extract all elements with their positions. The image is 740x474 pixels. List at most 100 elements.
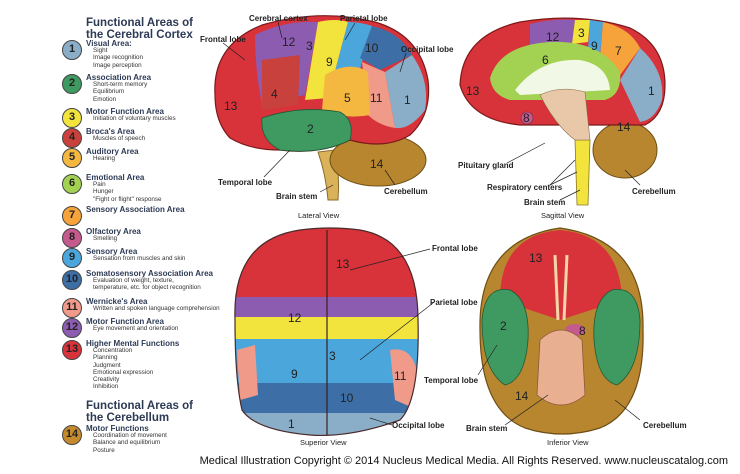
- inferior-caption: Inferior View: [547, 438, 589, 447]
- legend-item-name: Olfactory Area: [86, 227, 141, 236]
- legend-item-desc: Eye movement and orientation: [93, 325, 178, 332]
- legend-desc-line: Creativity: [93, 376, 120, 384]
- lateral-label-cerebral: Cerebral cortex: [249, 14, 308, 23]
- sagittal-number: 9: [591, 39, 598, 53]
- legend-item-desc: Smelling: [93, 235, 117, 242]
- legend-desc-line: Balance and equilibrium: [93, 439, 161, 447]
- lateral-area-3: [305, 20, 348, 100]
- legend-number-badge: 4: [62, 128, 82, 148]
- sagittal-leader-lines: [506, 142, 641, 201]
- sagittal-caption: Sagittal View: [541, 211, 585, 220]
- superior-number: 3: [329, 349, 336, 363]
- legend-desc-line: Equilibrium: [93, 88, 125, 96]
- lateral-number: 2: [307, 122, 314, 136]
- legend-desc-line: Image perception: [93, 61, 142, 69]
- legend-item-name: Wernicke's Area: [86, 297, 148, 306]
- inferior-view: 13 2 8 14 Temporal lobe Brain stem Cereb…: [424, 227, 687, 447]
- footer-text: Medical Illustration Copyright © 2014 Nu…: [199, 455, 728, 467]
- inferior-number: 8: [579, 324, 586, 338]
- superior-leader-lines: [349, 248, 434, 426]
- superior-number: 1: [288, 417, 295, 431]
- legend-desc-line: Muscles of speech: [93, 135, 146, 142]
- legend-desc-line: Sensation from muscles and skin: [93, 255, 186, 262]
- legend-desc-line: Emotion: [93, 95, 117, 103]
- superior-number: 12: [288, 311, 302, 325]
- sagittal-area-9: [588, 20, 603, 55]
- superior-label-occipital: Occipital lobe: [392, 421, 445, 430]
- lateral-view: 13 12 4 3 9 10 1 11 5 2 14 Frontal lobe …: [200, 14, 454, 220]
- lateral-number: 10: [365, 41, 379, 55]
- legend-item-desc: Initiation of voluntary muscles: [93, 115, 176, 122]
- legend-item-name: Motor Functions: [86, 424, 149, 433]
- legend-item-desc: Muscles of speech: [93, 135, 145, 142]
- sagittal-area-3: [572, 20, 590, 44]
- superior-caption: Superior View: [300, 438, 347, 447]
- lateral-caption: Lateral View: [298, 211, 340, 220]
- inferior-area-2-left: [481, 288, 529, 386]
- legend-number-badge: 8: [62, 228, 82, 248]
- superior-outline: [234, 227, 419, 436]
- lateral-area-1: [385, 55, 427, 129]
- legend-number-badge: 9: [62, 248, 82, 268]
- legend-item-name: Motor Function Area: [86, 107, 164, 116]
- lateral-label-temporal: Temporal lobe: [218, 178, 273, 187]
- legend-item-desc: Coordination of movement Balance and equ…: [93, 432, 167, 454]
- legend-desc-line: Smelling: [93, 235, 118, 242]
- inferior-label-cerebellum: Cerebellum: [643, 421, 687, 430]
- sagittal-number: 6: [542, 53, 549, 67]
- legend-number-badge: 12: [62, 318, 82, 338]
- legend-desc-line: Emotional expression: [93, 368, 154, 376]
- lateral-number: 4: [271, 87, 278, 101]
- legend-number-badge: 7: [62, 206, 82, 226]
- lateral-label-cerebellum: Cerebellum: [384, 187, 428, 196]
- superior-label-frontal: Frontal lobe: [432, 244, 478, 253]
- sagittal-label-brainstem: Brain stem: [524, 198, 565, 207]
- sagittal-brainstem: [574, 139, 591, 206]
- inferior-label-temporal: Temporal lobe: [424, 376, 479, 385]
- legend-desc-line: Evaluation of weight, texture,: [93, 277, 174, 284]
- legend-desc-line: Initiation of voluntary muscles: [93, 115, 176, 122]
- legend-desc-line: Hearing: [93, 155, 116, 162]
- legend-desc-line: temperature, etc. for object recognition: [93, 284, 201, 292]
- legend-title-line2: the Cerebral Cortex: [86, 29, 193, 41]
- sagittal-label-respiratory: Respiratory centers: [487, 183, 563, 192]
- superior-label-parietal: Parietal lobe: [430, 298, 478, 307]
- legend-desc-line: Eye movement and orientation: [93, 325, 179, 332]
- sagittal-view: 13 12 3 9 7 6 1 8 14 Pituitary gland Res…: [458, 17, 676, 220]
- legend-number-badge: 2: [62, 74, 82, 94]
- legend-number-badge: 11: [62, 298, 82, 318]
- sagittal-area-1: [620, 48, 663, 122]
- sagittal-diencephalon: [539, 88, 591, 141]
- legend-item-desc: Written and spoken language comprehensio…: [93, 305, 220, 312]
- legend: Functional Areas of the Cerebral Cortex …: [0, 0, 225, 460]
- cerebellum-title-line1: Functional Areas of: [86, 400, 193, 412]
- lateral-label-frontal: Frontal lobe: [200, 35, 246, 44]
- inferior-number: 13: [529, 251, 543, 265]
- legend-desc-line: Short-term memory: [93, 81, 148, 88]
- inferior-area-2-right: [593, 288, 641, 386]
- sagittal-number: 12: [546, 30, 560, 44]
- legend-number-badge: 10: [62, 270, 82, 290]
- legend-desc-line: "Fight or flight" response: [93, 195, 162, 203]
- legend-item-name: Motor Function Area: [86, 317, 164, 326]
- inferior-area-13: [500, 230, 622, 320]
- legend-number-badge: 1: [62, 40, 82, 60]
- lateral-number: 14: [370, 157, 384, 171]
- lateral-label-occipital: Occipital lobe: [401, 45, 454, 54]
- lateral-number: 1: [404, 93, 411, 107]
- legend-desc-line: Concentration: [93, 347, 133, 354]
- superior-number: 9: [291, 367, 298, 381]
- legend-item-14: 14 Motor Functions Coordination of movem…: [62, 424, 232, 454]
- inferior-label-brainstem: Brain stem: [466, 424, 507, 433]
- legend-desc-line: Hunger: [93, 188, 114, 196]
- lateral-area-5: [322, 66, 370, 117]
- sagittal-number: 3: [578, 26, 585, 40]
- inferior-number: 14: [515, 389, 529, 403]
